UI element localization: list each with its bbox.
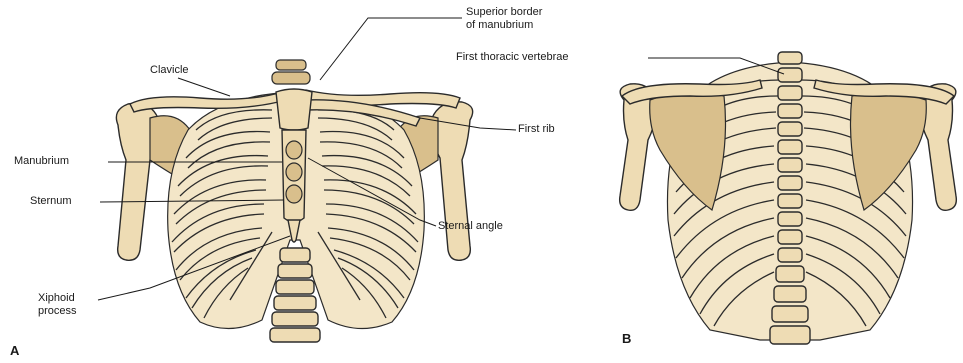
panel-label-a: A	[10, 344, 19, 357]
label-xiphoid-line2: process	[38, 305, 77, 318]
manubrium	[276, 89, 312, 130]
label-superior-border: Superior border of manubrium	[466, 6, 542, 32]
label-superior-border-line2: of manubrium	[466, 19, 542, 32]
vertebrae-top-a	[272, 60, 310, 84]
label-first-thoracic-vertebrae: First thoracic vertebrae	[456, 51, 568, 64]
posterior-thorax	[620, 52, 957, 344]
panel-label-b: B	[622, 332, 631, 345]
label-superior-border-line1: Superior border	[466, 6, 542, 19]
label-xiphoid-process: Xiphoid process	[38, 292, 77, 318]
label-xiphoid-line1: Xiphoid	[38, 292, 77, 305]
label-sternum: Sternum	[30, 195, 72, 208]
label-manubrium: Manubrium	[14, 155, 69, 168]
label-clavicle: Clavicle	[150, 64, 189, 77]
label-sternal-angle: Sternal angle	[438, 220, 503, 233]
label-first-rib: First rib	[518, 123, 555, 136]
